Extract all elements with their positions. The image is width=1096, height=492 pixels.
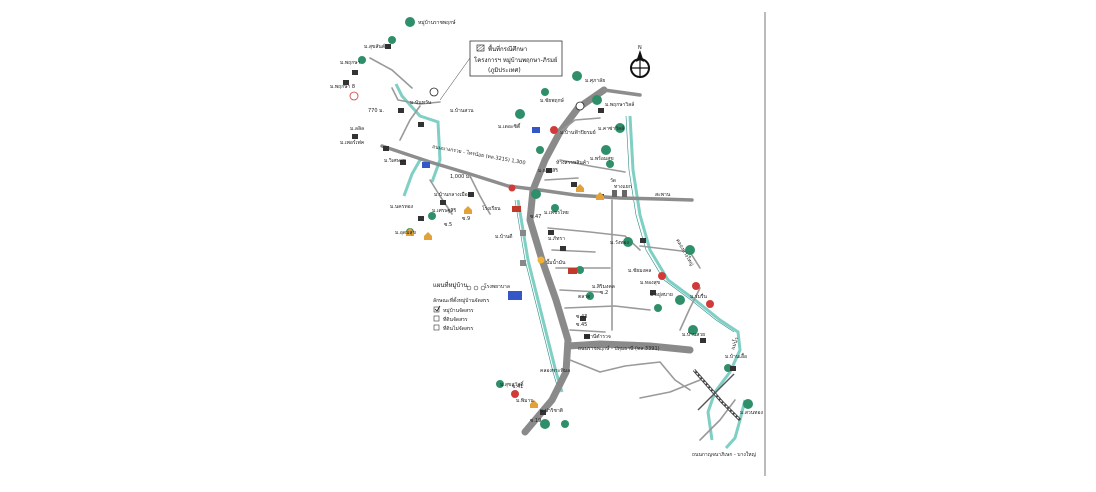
place-label: โรงเรียน [482, 205, 501, 212]
place-label: ซ.43 [576, 314, 587, 320]
place-label: ม.เศรษฐสิริ [432, 207, 457, 214]
place-label: ม.ทองสุข [640, 280, 660, 286]
place-label: ซ.9 [462, 216, 470, 222]
place-label: ม.นันทวัน [410, 100, 432, 106]
legend-item-1: ที่ดินจัดสรร [443, 316, 468, 323]
place-label: ม.วิเศษสุข [384, 157, 406, 164]
place-label: ม.พฤกษาวิลล์ [605, 101, 634, 108]
place-label: ม.สุขสวัสดิ์ [500, 380, 525, 388]
place-label: ซ.2 [600, 290, 608, 296]
place-label: ม.บ้านฟ้าปิยรมย์ [560, 129, 596, 136]
place-label: ม.ศุภาลัย [585, 78, 605, 84]
place-label: หมู่บ้านราชพฤกษ์ [418, 19, 456, 26]
place-label: ม.บ้านเอื้อ [725, 351, 747, 360]
place-label: ม.พร้อมสุข [590, 155, 614, 162]
place-label: ม.นครทอง [390, 204, 414, 210]
legend-box-line3: (ภูมิประเทศ) [488, 67, 521, 74]
compass-label: N [638, 45, 642, 51]
place-label: ม.ชัยมงคล [628, 268, 651, 274]
place-label: ม.บ้านดี [495, 233, 513, 240]
place-label: ม.เดอะซิตี้ [498, 121, 521, 130]
place-label: ตลาด [578, 294, 590, 300]
place-label: ม.ร่มรื่น [690, 293, 708, 300]
place-label: ม.คาซ่าวิลล์ [598, 125, 624, 132]
place-label: ม.พฤกษา [340, 60, 361, 66]
place-label: ปั๊มน้ำมัน [546, 257, 566, 266]
place-label: ม.บ้านกลางเมือง [434, 191, 471, 198]
legend-item-0: หมู่บ้านจัดสรร [443, 307, 474, 314]
place-label: ม.ชัยพฤกษ์ [540, 97, 565, 104]
place-label: ม.ลลิล [350, 125, 364, 132]
place-label: ม.บ้านสวย [682, 331, 705, 338]
legend-subtitle: ลักษณะที่ตั้งหมู่บ้านจัดสรร [433, 295, 490, 304]
legend-box-line2: โครงการฯ หมู่บ้านพฤกษา-ภิรมย์ [474, 56, 557, 64]
main-road-label-2: ถนนราชพฤกษ์ - ปทุมธานี (ทล.3391) [578, 345, 660, 352]
study-area-legend-box: พื้นที่กรณีศึกษา โครงการฯ หมู่บ้านพฤกษา-… [439, 40, 563, 101]
place-label: ม.วังทอง [610, 240, 629, 246]
place-label: ซ.5 [444, 222, 452, 228]
place-label: ซ.47 [530, 214, 541, 220]
village-markers [358, 17, 753, 429]
legend-item-2: ที่ดินไม่จัดสรร [443, 325, 474, 332]
place-label: ม.บ้านสวน [450, 107, 474, 114]
north-arrow-icon: N [630, 45, 650, 78]
bridge-label: สะพาน [655, 192, 671, 198]
place-label: คลองพระพิมล [540, 367, 570, 374]
place-label: ม.ปาริชาติ [540, 407, 563, 414]
place-label: สถานีตำรวจ [584, 333, 611, 340]
place-label: ม.พฤกษา 8 [330, 84, 355, 90]
place-label: ม.สวนทอง [740, 410, 763, 416]
status-legend: แผนที่หมู่บ้าน ลักษณะที่ตั้งหมู่บ้านจัดส… [433, 281, 490, 332]
place-label: ซ.19 [530, 418, 541, 424]
place-label: ม.สุขสันต์ [364, 43, 385, 50]
canals [394, 83, 747, 450]
place-label: ทางแยก [614, 184, 632, 190]
place-label: ม.ธนาสิริ [538, 167, 558, 174]
place-label: ม.อยู่สบาย [650, 292, 673, 298]
place-label: ม.พิมาน [516, 397, 534, 404]
place-label: ม.ภัทรา [548, 236, 565, 242]
main-road-label-1: ถนนบางกรวย - ไทรน้อย (ทล.3215) 1,300 [432, 143, 526, 166]
place-label: ม.อุดมสุข [395, 230, 416, 236]
place-label: ม.เพอร์เฟค [340, 139, 364, 146]
place-label: ม.เพชรไทย [544, 209, 569, 216]
poi-symbols [349, 87, 714, 398]
roads [369, 57, 736, 441]
place-label: ซ.45 [576, 322, 587, 328]
legend-title: แผนที่หมู่บ้าน [433, 281, 468, 289]
railway [692, 369, 742, 422]
distance-label-1: 770 ม. [368, 108, 384, 114]
place-label: โรงพยาบาล [484, 283, 510, 290]
place-label: ม.สิริมงคล [592, 283, 615, 290]
distance-label-2: 1,000 ม. [450, 174, 471, 180]
place-label: ซ.41 [512, 384, 523, 390]
place-label: ห้างสรรพสินค้า [556, 159, 589, 166]
place-label: วัด [610, 178, 616, 184]
bypass-label: ถนนกาญจนาภิเษก - บางใหญ่ [692, 451, 756, 458]
place-labels: หมู่บ้านราชพฤกษ์ ม.สุขสันต์ ม.พฤกษา ม.พฤ… [330, 19, 763, 424]
legend-box-line1: พื้นที่กรณีศึกษา [488, 43, 527, 53]
house-icons-orange [406, 184, 604, 408]
